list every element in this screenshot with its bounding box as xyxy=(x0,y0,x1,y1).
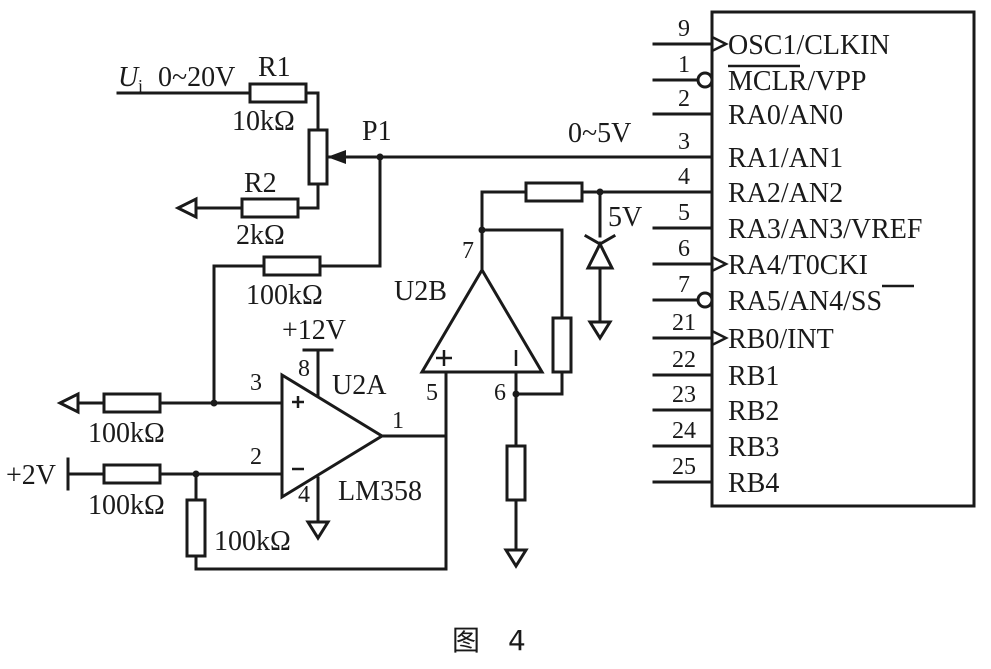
wiper-net xyxy=(212,150,714,405)
wiper-arrow-icon xyxy=(327,150,346,164)
mcu-pin-number: 23 xyxy=(672,382,696,408)
gain-resistor-value: 100kΩ xyxy=(214,526,291,557)
mcu-pin-number: 4 xyxy=(678,164,690,190)
mcu-pin-name: RA1/AN1 xyxy=(728,143,843,174)
mcu-pin-list: 9OSC1/CLKIN1MCLR/VPP2RA0/AN03RA1/AN14RA2… xyxy=(652,16,922,499)
resistor-gain xyxy=(185,498,207,558)
ground-icon xyxy=(503,548,529,569)
mcu-pin-number: 2 xyxy=(678,86,690,112)
r1-value: 10kΩ xyxy=(232,106,295,137)
mcu-pin-name: OSC1/CLKIN xyxy=(728,30,890,61)
mcu-pin-name: RB0/INT xyxy=(728,324,834,355)
mcu-pin-name: RB3 xyxy=(728,432,779,463)
u2a-pin-gnd: 4 xyxy=(298,482,310,508)
mcu-pin-name: RA3/AN3/VREF xyxy=(728,214,922,245)
u2b-pin-minus: 6 xyxy=(494,380,506,406)
ref-source-label: +2V xyxy=(6,460,56,491)
mcu-pin-suffix: SS xyxy=(851,286,882,317)
resistor-u2b-feedback xyxy=(551,316,573,374)
mcu-pin-name: RA2/AN2 xyxy=(728,178,843,209)
ground-arrow-icon xyxy=(56,391,80,415)
u2a-supply-label: +12V xyxy=(282,315,346,346)
resistor-r1 xyxy=(248,82,308,104)
u2b-name: U2B xyxy=(394,276,447,307)
in-plus-resistor-value: 100kΩ xyxy=(88,418,165,449)
input-subscript: i xyxy=(138,76,143,96)
mcu-pin-name: RA4/T0CKI xyxy=(728,250,868,281)
input-divider xyxy=(116,82,329,220)
mcu-pin-name: MCLR/VPP xyxy=(728,66,867,97)
ground-icon xyxy=(587,320,613,341)
figure-caption: 图 4 xyxy=(452,624,526,657)
potentiometer-p1 xyxy=(307,128,329,186)
mcu-pin-number: 3 xyxy=(678,129,690,155)
zener-diode-icon xyxy=(585,240,615,270)
r1-name: R1 xyxy=(258,52,291,83)
pot-name: P1 xyxy=(362,116,392,147)
u2a-pin-out: 1 xyxy=(392,408,404,434)
mcu-pin-name: RA0/AN0 xyxy=(728,100,843,131)
r2-value: 2kΩ xyxy=(236,220,285,251)
mcu-pin-number: 21 xyxy=(672,310,696,336)
u2b-pin-out: 7 xyxy=(462,238,474,264)
u2a-pin-plus: 3 xyxy=(250,370,262,396)
r2-name: R2 xyxy=(244,168,277,199)
mcu-pin-number: 25 xyxy=(672,454,696,480)
mcu-pin-suffix: /VPP xyxy=(807,66,866,97)
resistor-r2 xyxy=(240,197,300,219)
signal-range-label: 0~5V xyxy=(568,118,631,149)
mcu-pin-number: 9 xyxy=(678,16,690,42)
resistor-output xyxy=(524,181,584,203)
ground-icon xyxy=(305,520,331,541)
zener-label: 5V xyxy=(608,202,642,233)
mcu-pin-number: 1 xyxy=(678,52,690,78)
u2b-opamp xyxy=(419,181,714,569)
mcu-pin-name: RB4 xyxy=(728,468,779,499)
mcu-pin-number: 6 xyxy=(678,236,690,262)
mcu-pin-name: RA5/AN4/SS xyxy=(728,286,882,317)
mcu-pin-number: 5 xyxy=(678,200,690,226)
u2a-opamp xyxy=(280,348,385,541)
u2a-name: U2A xyxy=(332,370,387,401)
resistor-in-plus xyxy=(102,392,162,414)
u2b-pin-plus: 5 xyxy=(426,380,438,406)
resistor-in-minus xyxy=(102,463,162,485)
ground-arrow-icon xyxy=(174,196,198,220)
u2a-pin-vcc: 8 xyxy=(298,356,310,382)
mcu-pin-number: 22 xyxy=(672,347,696,373)
mcu-pin-number: 24 xyxy=(672,418,696,444)
mcu-pin-name: RB1 xyxy=(728,361,779,392)
feedback-resistor-value: 100kΩ xyxy=(246,280,323,311)
mcu-chip xyxy=(710,10,976,508)
mcu-pin-number: 7 xyxy=(678,272,690,298)
input-range: 0~20V xyxy=(158,62,235,93)
resistor-u2b-ground xyxy=(505,444,527,502)
resistor-feedback xyxy=(262,255,322,277)
u2a-part: LM358 xyxy=(338,476,422,507)
mcu-pin-name: RB2 xyxy=(728,396,779,427)
u2a-input-network xyxy=(56,391,448,571)
u2a-pin-minus: 2 xyxy=(250,444,262,470)
input-symbol: U xyxy=(118,62,140,93)
in-minus-resistor-value: 100kΩ xyxy=(88,490,165,521)
